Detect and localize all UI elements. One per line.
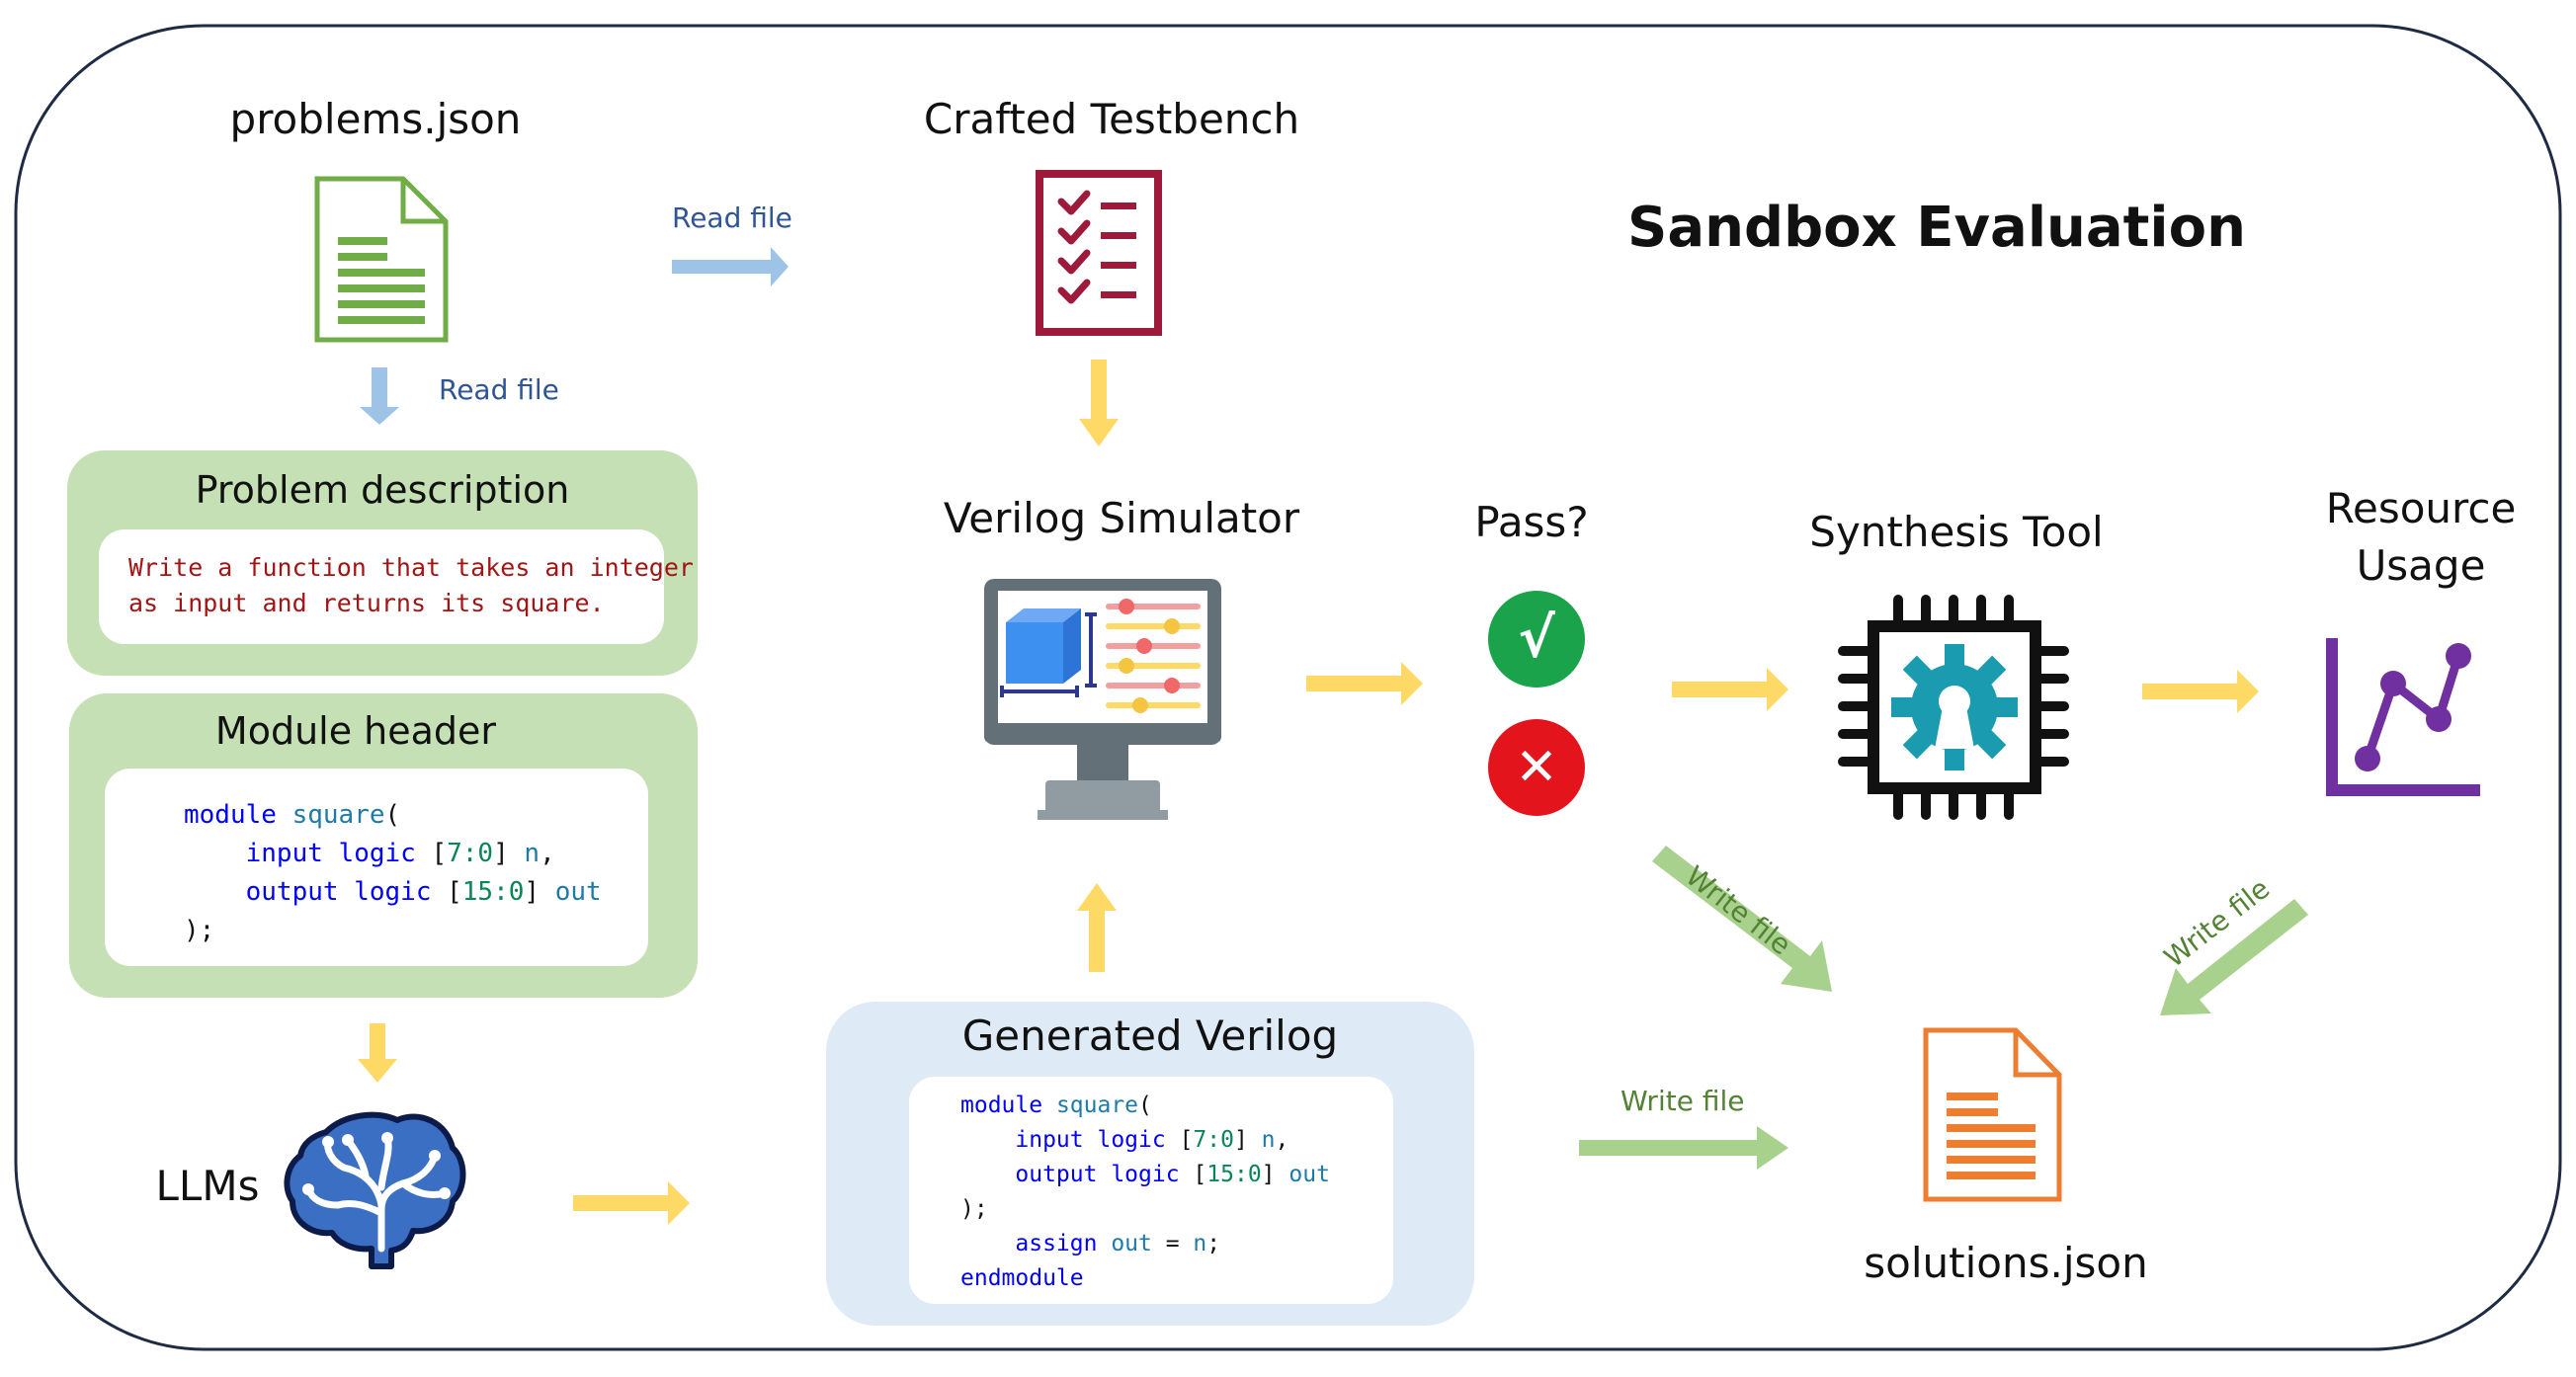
arrow-down-blue — [360, 367, 399, 425]
module-header-line-2: input logic [7:0] n, — [184, 839, 555, 868]
module-header-line-4: ); — [184, 916, 215, 945]
problem-description-text-1: Write a function that takes an integer — [128, 553, 694, 582]
arrow-diagonal-green-right — [2160, 899, 2308, 1015]
arrow-down-yellow-llm — [358, 1023, 397, 1083]
diagram-title: Sandbox Evaluation — [1627, 196, 2246, 260]
monitor-simulator-icon — [984, 579, 1221, 820]
fail-cross-icon: ✕ — [1488, 719, 1585, 816]
arrow-right-yellow-pass — [1672, 668, 1788, 711]
module-header-code-box — [105, 769, 648, 966]
arrow-up-yellow-generated — [1077, 883, 1117, 972]
generated-verilog-code-box — [909, 1077, 1393, 1304]
generated-line-2: input logic [7:0] n, — [960, 1127, 1289, 1153]
generated-line-3: output logic [15:0] out — [960, 1162, 1330, 1187]
generated-line-4: ); — [960, 1196, 988, 1222]
module-header-line-3: output logic [15:0] out — [184, 877, 602, 907]
module-header-line-1: module square( — [184, 800, 401, 830]
arrow-down-yellow-testbench — [1079, 360, 1119, 446]
generated-verilog-title: Generated Verilog — [961, 1012, 1339, 1060]
read-file-label-right: Read file — [672, 202, 792, 234]
problem-description-box — [99, 529, 664, 644]
simulator-label: Verilog Simulator — [943, 494, 1300, 542]
resource-label-line-2: Usage — [2356, 541, 2486, 590]
arrow-right-green — [1579, 1126, 1788, 1170]
orange-document-icon — [1923, 1027, 2062, 1202]
resource-label-line-1: Resource — [2325, 484, 2517, 532]
synthesis-label: Synthesis Tool — [1809, 508, 2104, 556]
llms-label: LLMs — [155, 1162, 260, 1210]
read-file-label-down: Read file — [439, 373, 559, 406]
arrow-right-blue — [672, 247, 789, 286]
pass-label: Pass? — [1474, 498, 1589, 546]
module-header-title: Module header — [214, 709, 497, 753]
chip-gear-icon — [1838, 595, 2069, 820]
line-chart-icon — [2326, 638, 2480, 796]
problem-description-text-2: as input and returns its square. — [128, 589, 605, 617]
arrow-right-yellow-simulator — [1306, 662, 1423, 705]
pass-check-icon: √ — [1488, 591, 1585, 688]
generated-line-5: assign out = n; — [960, 1231, 1221, 1256]
green-document-icon — [314, 176, 449, 343]
arrow-diagonal-green-left — [1652, 846, 1832, 992]
generated-line-1: module square( — [960, 1093, 1152, 1118]
generated-line-6: endmodule — [960, 1265, 1084, 1291]
testbench-label: Crafted Testbench — [923, 95, 1300, 143]
problems-json-label: problems.json — [229, 95, 522, 143]
arrow-right-yellow-llm — [573, 1181, 690, 1225]
brain-icon — [284, 1111, 466, 1269]
problem-description-title: Problem description — [195, 468, 570, 512]
solutions-json-label: solutions.json — [1864, 1239, 2148, 1287]
checklist-icon — [1036, 170, 1162, 336]
write-file-label-center: Write file — [1620, 1085, 1745, 1117]
arrow-right-yellow-synthesis — [2142, 670, 2259, 713]
